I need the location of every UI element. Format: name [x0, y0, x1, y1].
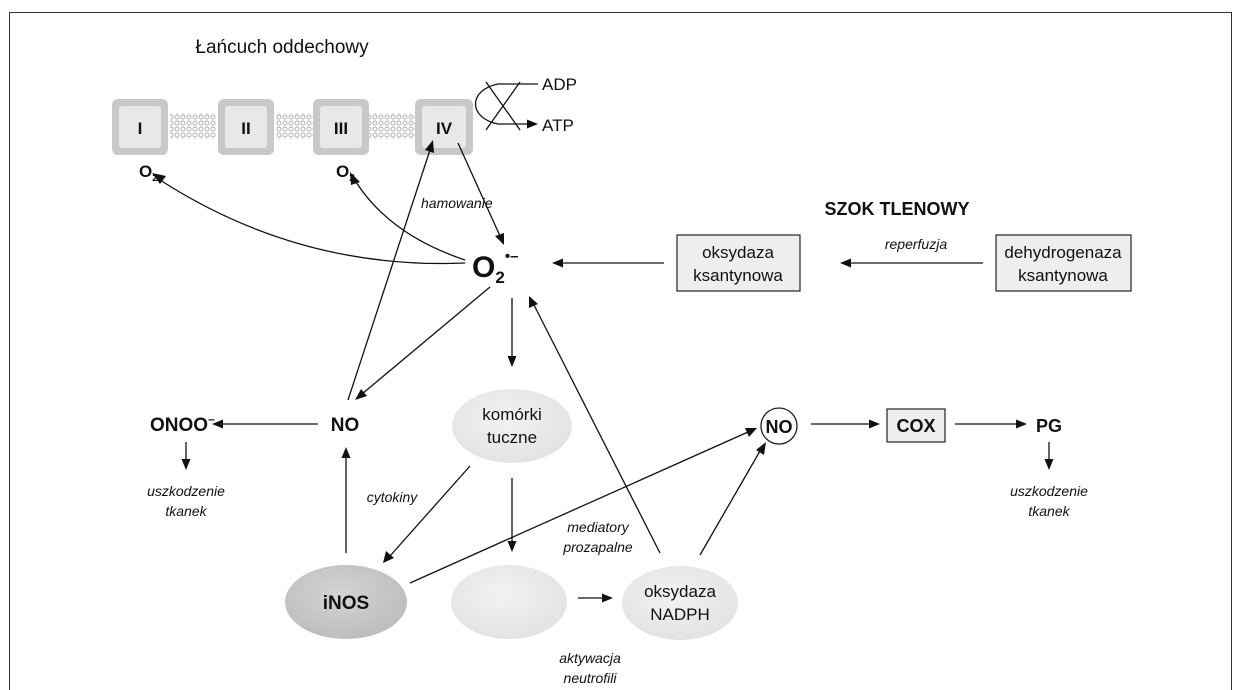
xanthine-dehydrogenase-box: dehydrogenaza ksantynowa [995, 234, 1132, 292]
complex-i: I [112, 99, 168, 155]
chain-title: Łańcuch oddechowy [195, 37, 369, 58]
pg-label: PG [1036, 416, 1062, 436]
svg-text:tkanek: tkanek [1028, 503, 1070, 519]
svg-text:IV: IV [436, 119, 453, 138]
inos-cell: iNOS [285, 565, 407, 639]
tissue-damage-left: uszkodzenie tkanek [147, 483, 225, 519]
svg-text:dehydrogenaza: dehydrogenaza [1004, 243, 1122, 262]
cytokiny-label: cytokiny [367, 489, 419, 505]
aktywacja-label: aktywacja neutrofili [559, 650, 621, 686]
complex-iii: III [313, 99, 369, 155]
mediatory-label: mediatory prozapalne [562, 519, 632, 555]
svg-text:prozapalne: prozapalne [562, 539, 632, 555]
cox-box: COX [886, 408, 946, 443]
reperfuzja-label: reperfuzja [885, 236, 947, 252]
xanthine-oxidase-box: oksydaza ksantynowa [676, 234, 801, 292]
szok-tlenowy-title: SZOK TLENOWY [825, 199, 970, 219]
membrane-segments [170, 113, 416, 139]
adp-label: ADP [542, 75, 577, 94]
svg-text:uszkodzenie: uszkodzenie [1010, 483, 1088, 499]
hamowanie-label: hamowanie [421, 195, 493, 211]
o2-label-complex-i: O2 [139, 162, 158, 184]
mast-cells: komórki tuczne [452, 389, 572, 463]
svg-text:tuczne: tuczne [487, 428, 537, 447]
svg-text:II: II [241, 119, 250, 138]
svg-text:tkanek: tkanek [165, 503, 207, 519]
svg-text:III: III [334, 119, 348, 138]
arrows [152, 140, 1054, 603]
svg-text:iNOS: iNOS [323, 593, 369, 614]
no-label: NO [331, 415, 360, 436]
adp-atp-conversion [474, 81, 538, 131]
svg-text:mediatory: mediatory [567, 519, 629, 535]
onoo-label: ONOO– [150, 412, 215, 436]
svg-text:COX: COX [896, 416, 935, 436]
no-circle-node: NO [760, 407, 798, 445]
svg-text:aktywacja: aktywacja [559, 650, 621, 666]
svg-text:uszkodzenie: uszkodzenie [147, 483, 225, 499]
atp-label: ATP [542, 116, 574, 135]
svg-text:oksydaza: oksydaza [644, 582, 716, 601]
svg-text:NO: NO [766, 417, 793, 437]
svg-text:ksantynowa: ksantynowa [693, 266, 783, 285]
nadph-oxidase-cell: oksydaza NADPH [622, 566, 738, 640]
complex-iv: IV [415, 99, 473, 155]
svg-text:NADPH: NADPH [650, 605, 710, 624]
superoxide-label: O2•– [472, 248, 518, 287]
neutrophil-cell [451, 565, 567, 639]
tissue-damage-right: uszkodzenie tkanek [1010, 483, 1088, 519]
svg-text:komórki: komórki [482, 405, 542, 424]
svg-text:oksydaza: oksydaza [702, 243, 774, 262]
svg-text:I: I [138, 119, 143, 138]
svg-text:ksantynowa: ksantynowa [1018, 266, 1108, 285]
diagram-frame [9, 12, 1232, 690]
complex-ii: II [218, 99, 274, 155]
svg-text:neutrofili: neutrofili [564, 670, 618, 686]
